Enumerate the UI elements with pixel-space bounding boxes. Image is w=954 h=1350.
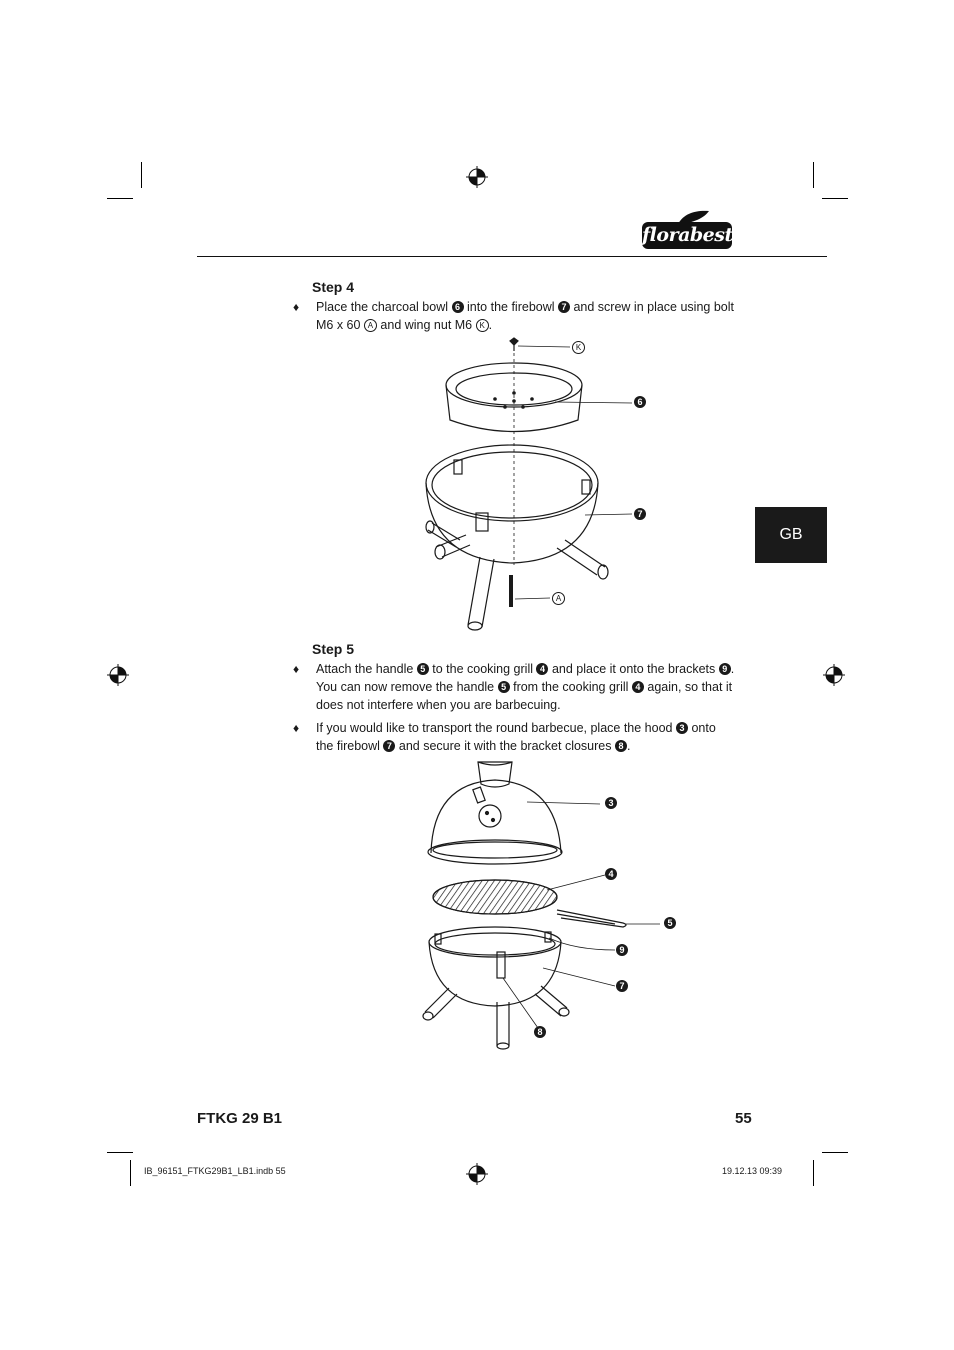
brand-logo: florabest — [642, 222, 733, 249]
callout-7: 7 — [616, 980, 628, 992]
ref-number-badge: 4 — [631, 681, 644, 693]
file-slug: IB_96151_FTKG29B1_LB1.indb 55 — [144, 1166, 286, 1176]
page-number: 55 — [735, 1110, 752, 1127]
ref-number-badge: 5 — [416, 663, 429, 675]
step-title: Step 4 — [312, 279, 355, 295]
ref-letter-badge: K — [475, 319, 489, 332]
crop-mark — [822, 198, 848, 199]
callout-3: 3 — [605, 797, 617, 809]
header-rule — [197, 256, 827, 257]
ref-number-badge: 3 — [675, 722, 688, 734]
crop-mark — [107, 1152, 133, 1153]
ref-number-badge: 8 — [614, 740, 627, 752]
language-tab: GB — [755, 507, 827, 563]
instruction-paragraph: Place the charcoal bowl 6 into the fireb… — [316, 300, 734, 332]
callout-4: 4 — [605, 868, 617, 880]
assembly-diagram-step4 — [425, 337, 633, 631]
crop-mark — [141, 162, 142, 188]
step-title: Step 5 — [312, 641, 355, 657]
callout-7: 7 — [634, 508, 646, 520]
ref-number-badge: 7 — [383, 740, 396, 752]
registration-mark-icon — [466, 166, 488, 188]
instruction-paragraph: Attach the handle 5 to the cooking grill… — [316, 662, 735, 712]
crop-mark — [813, 162, 814, 188]
bullet-icon: ♦ — [293, 721, 300, 735]
crop-mark — [813, 1160, 814, 1186]
callout-5: 5 — [664, 917, 676, 929]
callout-a: A — [552, 592, 565, 605]
callout-k: K — [572, 341, 585, 354]
ref-number-badge: 4 — [536, 663, 549, 675]
ref-number-badge: 5 — [497, 681, 510, 693]
registration-mark-icon — [823, 664, 845, 686]
bullet-icon: ♦ — [293, 300, 300, 314]
callout-9: 9 — [616, 944, 628, 956]
callout-8: 8 — [534, 1026, 546, 1038]
instruction-paragraph: If you would like to transport the round… — [316, 721, 716, 753]
ref-number-badge: 6 — [451, 301, 464, 313]
crop-mark — [107, 198, 133, 199]
crop-mark — [822, 1152, 848, 1153]
ref-letter-badge: A — [363, 319, 377, 332]
registration-mark-icon — [466, 1163, 488, 1185]
bullet-icon: ♦ — [293, 662, 300, 676]
crop-mark — [130, 1160, 131, 1186]
registration-mark-icon — [107, 664, 129, 686]
leaf-icon — [678, 210, 709, 224]
assembly-diagram-step5 — [422, 761, 660, 1050]
print-datetime: 19.12.13 09:39 — [722, 1166, 783, 1176]
callout-6: 6 — [634, 396, 646, 408]
model-number: FTKG 29 B1 — [197, 1110, 283, 1127]
ref-number-badge: 7 — [558, 301, 570, 313]
ref-number-badge: 9 — [718, 663, 731, 675]
